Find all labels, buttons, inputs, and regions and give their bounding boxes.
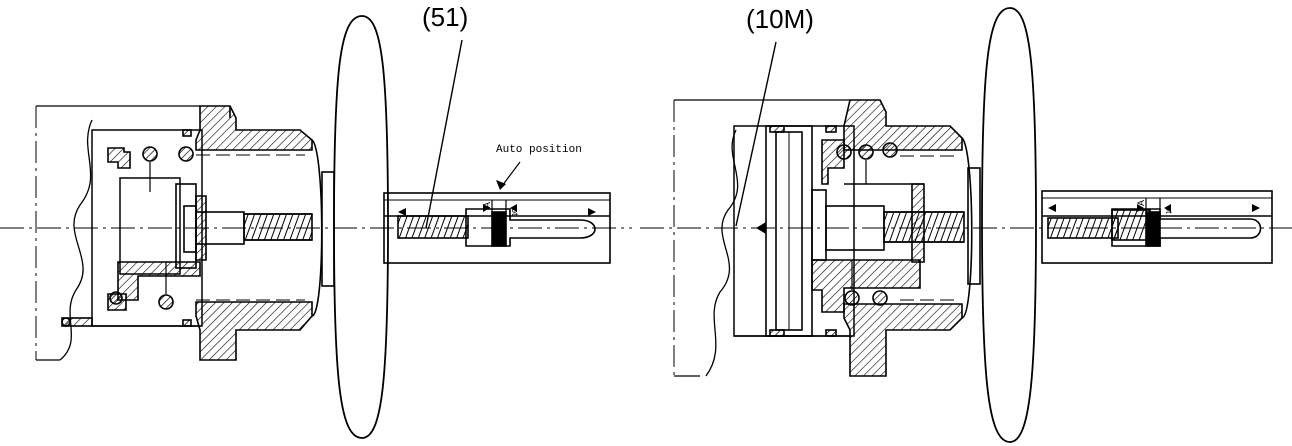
right-assembly [640,7,1292,443]
right-indicator-marker [1145,211,1161,247]
spring-coil [109,291,123,305]
spring-coil [142,146,158,162]
spring-coil [158,294,174,310]
left-indicator-marker [491,211,507,247]
spring-coil [178,146,194,162]
left-handwheel [333,15,389,439]
spring-coil [858,144,874,160]
left-scale-letter-a: A [482,202,492,208]
right-scale-letter-ot: ot [1164,206,1174,214]
left-assembly [0,15,632,439]
auto-position-label: Auto position [496,144,582,156]
spring-coil [882,142,898,158]
left-callout-label: (51) [422,2,468,32]
auto-position-leader [501,161,521,187]
right-break-line [705,129,739,377]
spring-coil [836,144,852,160]
left-leadscrew [243,213,313,241]
right-handwheel [981,7,1037,443]
spring-coil [872,290,888,306]
right-callout-leader [735,41,777,227]
left-indicator-housing [383,192,611,264]
left-callout-leader [425,39,463,229]
right-callout-label: (10M) [746,4,814,34]
right-indicator-housing [1041,190,1273,264]
left-outer-housing [195,105,313,151]
right-scale-letter-a: A [1136,200,1146,206]
right-leadscrew [883,211,965,243]
spring-coil [844,290,860,306]
left-scale-letter-ot: ot [510,208,520,216]
